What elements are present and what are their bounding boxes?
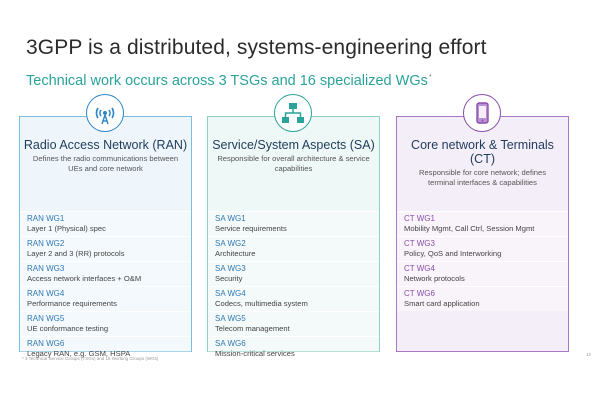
ct-column: Core network & Terminals (CT) Responsibl… (396, 116, 569, 352)
wg-description: Codecs, multimedia system (215, 299, 308, 308)
wg-description: Mobility Mgmt, Call Ctrl, Session Mgmt (404, 224, 535, 233)
sa-description: Responsible for overall architecture & s… (217, 154, 370, 173)
wg-name: SA WG1 (215, 214, 246, 223)
page-number: 12 (586, 352, 592, 357)
slide-subtitle: Technical work occurs across 3 TSGs and … (26, 73, 432, 89)
wg-name: RAN WG3 (27, 264, 65, 273)
wg-description: Telecom management (215, 324, 290, 333)
wg-name: SA WG2 (215, 239, 246, 248)
footnote-marker: * (428, 74, 432, 82)
wg-description: Network protocols (404, 274, 465, 283)
wg-name: CT WG3 (404, 239, 435, 248)
wg-name: SA WG4 (215, 289, 246, 298)
subtitle-text: Technical work occurs across 3 TSGs and … (26, 73, 428, 89)
wg-description: Access network interfaces + O&M (27, 274, 142, 283)
hierarchy-icon (274, 94, 312, 132)
wg-name: RAN WG2 (27, 239, 65, 248)
ran-column: Radio Access Network (RAN) Defines the r… (19, 116, 192, 361)
sa-title: Service/System Aspects (SA) (212, 138, 375, 152)
wg-name: RAN WG6 (27, 339, 65, 348)
wg-description: Performance requirements (27, 299, 117, 308)
wg-description: Layer 2 and 3 (RR) protocols (27, 249, 125, 258)
wg-description: Architecture (215, 249, 256, 258)
footnote: * 3 Technical Service Groups (TSGs) and … (22, 356, 159, 361)
ct-title: Core network & Terminals (CT) (411, 138, 554, 166)
wg-description: Mission-critical services (215, 349, 295, 358)
sa-column: Service/System Aspects (SA) Responsible … (207, 116, 380, 361)
wg-name: CT WG4 (404, 264, 435, 273)
wg-description: Service requirements (215, 224, 287, 233)
wg-name: SA WG5 (215, 314, 246, 323)
wg-description: Security (215, 274, 243, 283)
wg-description: Policy, QoS and Interworking (404, 249, 502, 258)
wg-name: SA WG6 (215, 339, 246, 348)
wg-name: RAN WG4 (27, 289, 65, 298)
slide-title: 3GPP is a distributed, systems-engineeri… (26, 36, 487, 59)
smartphone-icon (463, 94, 501, 132)
wg-name: SA WG3 (215, 264, 246, 273)
wg-description: UE conformance testing (27, 324, 109, 333)
wg-description: Legacy RAN, e.g. GSM, HSPA (27, 349, 131, 358)
wg-description: Smart card application (404, 299, 480, 308)
wg-description: Layer 1 (Physical) spec (27, 224, 106, 233)
ran-title: Radio Access Network (RAN) (23, 138, 188, 152)
wg-name: RAN WG5 (27, 314, 65, 323)
ran-description: Defines the radio communications between… (32, 154, 179, 173)
wg-name: CT WG6 (404, 289, 435, 298)
radio-tower-icon (86, 94, 124, 132)
wg-name: RAN WG1 (27, 214, 65, 223)
wg-name: CT WG1 (404, 214, 435, 223)
ct-description: Responsible for core network; defines te… (418, 168, 547, 187)
